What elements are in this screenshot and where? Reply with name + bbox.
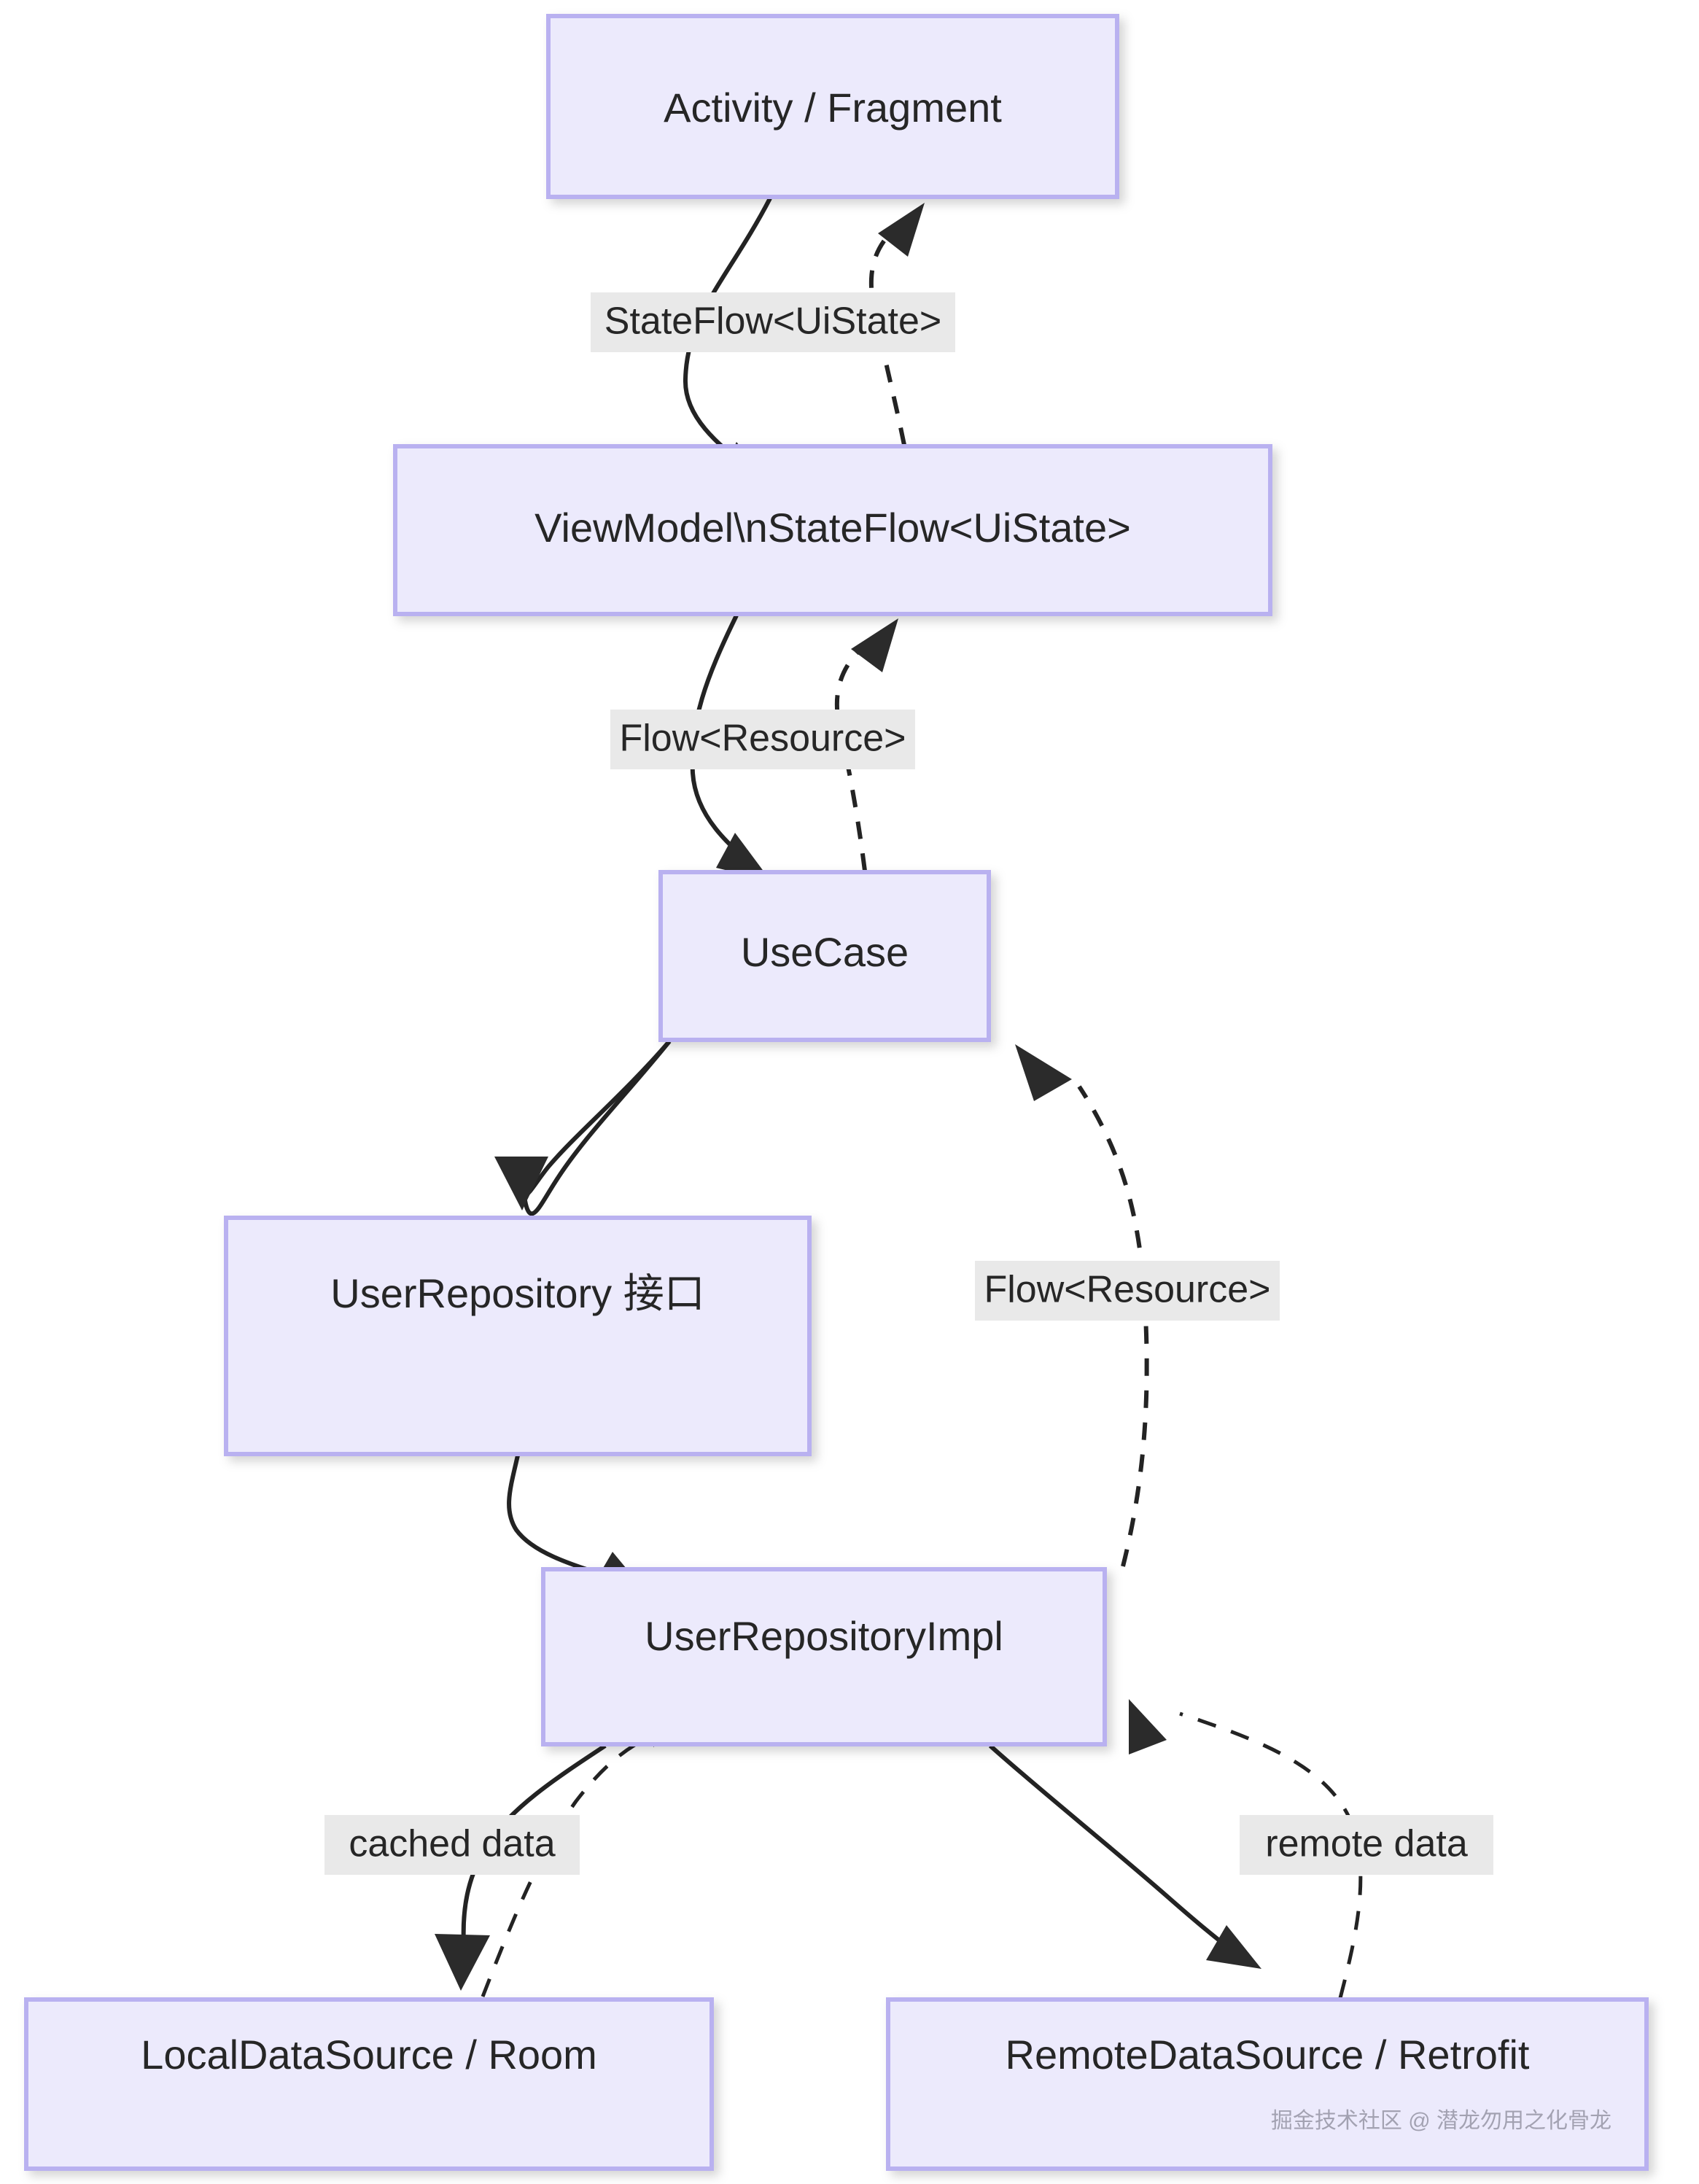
edge-label-flow-resource-repoimpl: Flow<Resource> (975, 1261, 1280, 1321)
node-label-local-datasource: LocalDataSource / Room (141, 2032, 597, 2078)
edge-repoimpl-to-remote (988, 1744, 1261, 1969)
edge-repoimpl-to-usecase (1015, 1044, 1149, 1567)
node-user-repository-impl[interactable] (541, 1567, 1107, 1746)
edge-label-flow-resource-viewmodel: Flow<Resource> (610, 710, 915, 769)
node-viewmodel[interactable] (393, 444, 1272, 616)
arrowhead-icon (494, 1157, 548, 1210)
edge-label-cached-data: cached data (324, 1815, 580, 1875)
node-usecase[interactable] (658, 870, 991, 1042)
node-remote-datasource[interactable] (886, 1997, 1649, 2171)
node-user-repository[interactable] (224, 1216, 812, 1456)
arrowhead-icon (851, 618, 898, 672)
edge-label-remote-data: remote data (1240, 1815, 1493, 1875)
edge-label-text: StateFlow<UiState> (604, 300, 941, 343)
node-label-user-repository-impl: UserRepositoryImpl (645, 1613, 1003, 1659)
edge-viewmodel-to-usecase (690, 614, 771, 881)
edge-remote-to-repoimpl (1129, 1699, 1363, 1999)
arrowhead-icon (1015, 1044, 1072, 1101)
watermark-label: 掘金技术社区 @ 潜龙勿用之化骨龙 (1271, 2109, 1611, 2133)
edge-label-stateflow-uistate: StateFlow<UiState> (591, 292, 955, 352)
edge-label-text: cached data (349, 1823, 555, 1865)
edge-label-text: Flow<Resource> (619, 718, 906, 760)
node-label-user-repository: UserRepository 接口 (330, 1270, 704, 1316)
edge-label-text: remote data (1265, 1823, 1468, 1865)
node-activity-fragment[interactable] (546, 14, 1119, 199)
arrowhead-icon (878, 203, 925, 257)
arrowhead-icon (716, 833, 771, 881)
arrowhead-icon (1129, 1699, 1167, 1754)
node-label-usecase: UseCase (741, 929, 909, 975)
node-label-remote-datasource: RemoteDataSource / Retrofit (1006, 2032, 1530, 2078)
arrowhead-icon (435, 1934, 490, 1991)
node-label-activity-fragment: Activity / Fragment (664, 85, 1002, 131)
nodes-layer: Activity / Fragment ViewModel\nStateFlow… (24, 14, 1649, 2171)
node-local-datasource[interactable] (24, 1997, 714, 2171)
edge-label-text: Flow<Resource> (984, 1269, 1270, 1311)
arrowhead-icon (1206, 1925, 1261, 1969)
edge-usecase-to-repository (494, 1040, 672, 1216)
node-label-viewmodel: ViewModel\nStateFlow<UiState> (534, 505, 1131, 551)
edge-labels-layer: StateFlow<UiState> Flow<Resource> Flow<R… (324, 292, 1493, 1875)
